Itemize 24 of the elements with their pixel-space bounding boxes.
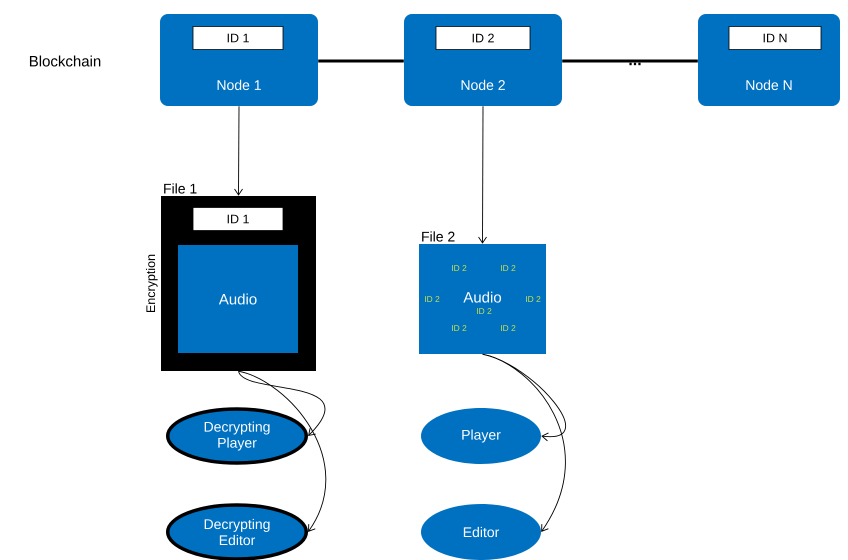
id-watermark: ID 2: [452, 265, 466, 271]
connector: [238, 370, 326, 532]
id-box: ID 1: [192, 26, 284, 50]
connector: [238, 370, 326, 436]
id-watermark: ID 2: [501, 265, 516, 271]
id-box: ID N: [728, 26, 822, 50]
row-label: Blockchain: [30, 56, 100, 66]
connector: [234, 106, 243, 196]
id-box: ID 1: [192, 207, 284, 231]
connector: [482, 354, 566, 532]
id-watermark: ID 2: [425, 296, 440, 302]
id-watermark: ID 2: [526, 296, 540, 302]
connector: [478, 106, 487, 244]
node-label: File 1: [164, 183, 197, 194]
id-box: ID 2: [436, 26, 530, 50]
connector: [562, 60, 698, 62]
node-label: File 2: [422, 231, 455, 242]
id-watermark: ID 2: [477, 308, 492, 314]
audio-box: Audio: [178, 245, 298, 353]
id-watermark: ID 2: [452, 325, 466, 331]
ellipsis: ...: [629, 62, 641, 66]
id-watermark: ID 2: [501, 325, 516, 331]
node-label: Encryption: [146, 254, 158, 312]
connector: [318, 60, 404, 62]
